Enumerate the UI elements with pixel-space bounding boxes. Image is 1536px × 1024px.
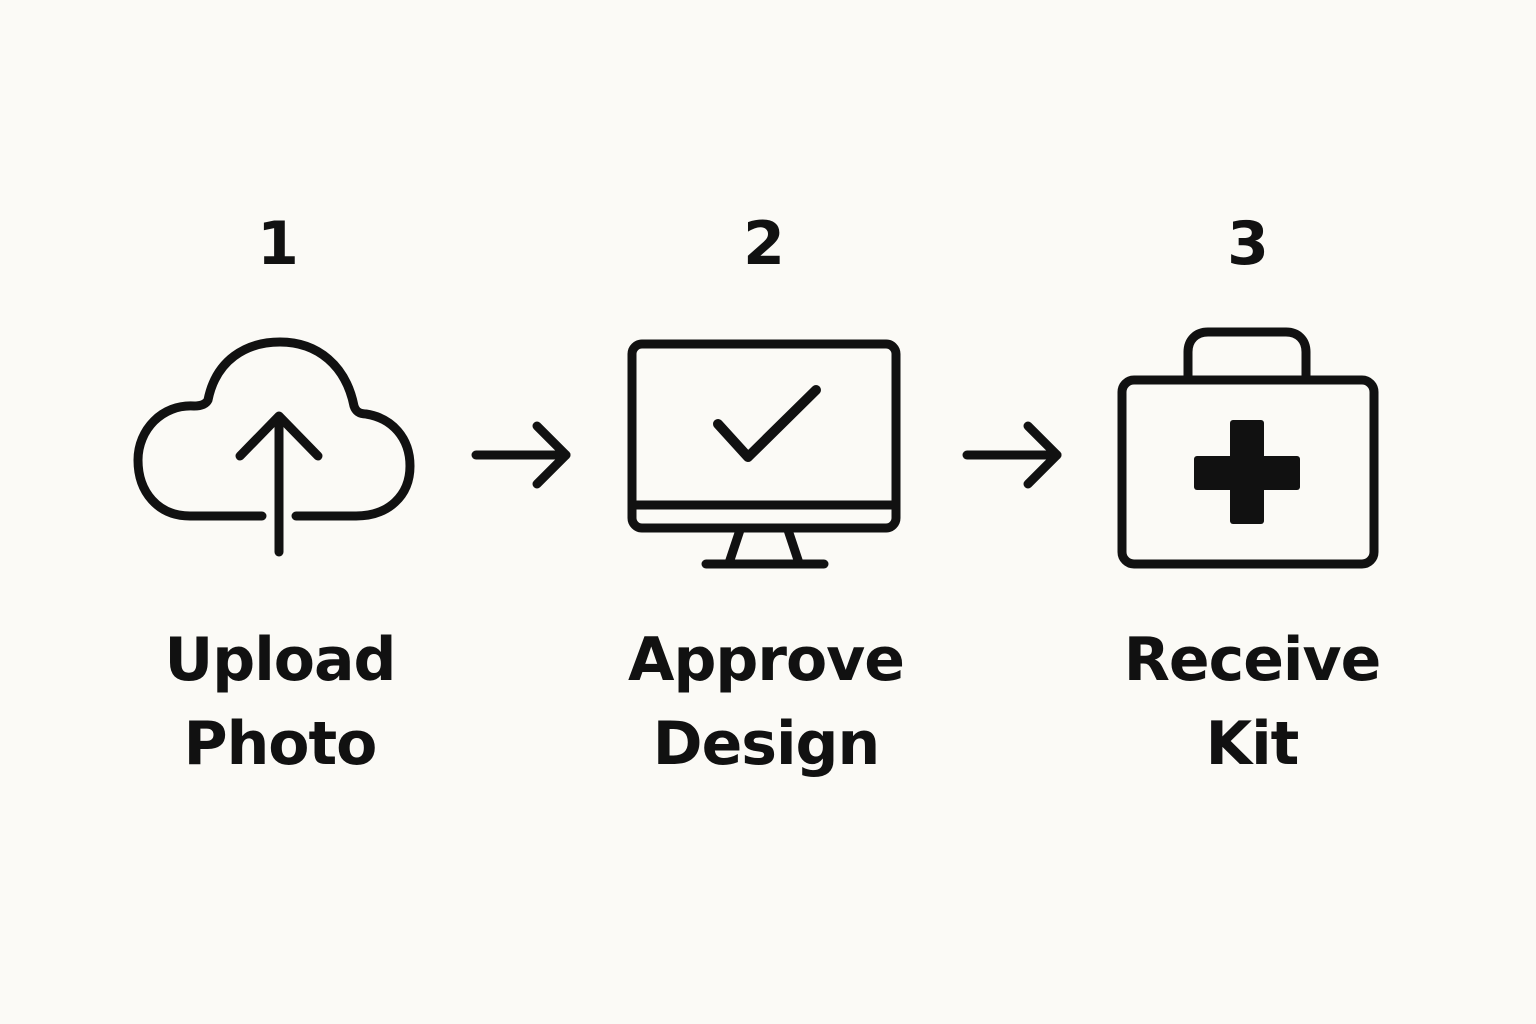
step-1-label: Upload Photo	[90, 618, 470, 786]
step-2-label-line-2: Design	[652, 709, 880, 779]
step-3-label: Receive Kit	[1062, 618, 1442, 786]
step-2-label-line-1: Approve	[628, 625, 905, 695]
step-3-label-line-1: Receive	[1123, 625, 1382, 695]
step-3-number: 3	[1227, 209, 1269, 279]
step-3-label-line-2: Kit	[1205, 709, 1300, 779]
step-2-label: Approve Design	[576, 618, 956, 786]
step-1-number: 1	[257, 209, 299, 279]
step-2-number: 2	[743, 209, 785, 279]
step-1-label-line-2: Photo	[183, 709, 378, 779]
step-1-label-line-1: Upload	[164, 625, 397, 695]
